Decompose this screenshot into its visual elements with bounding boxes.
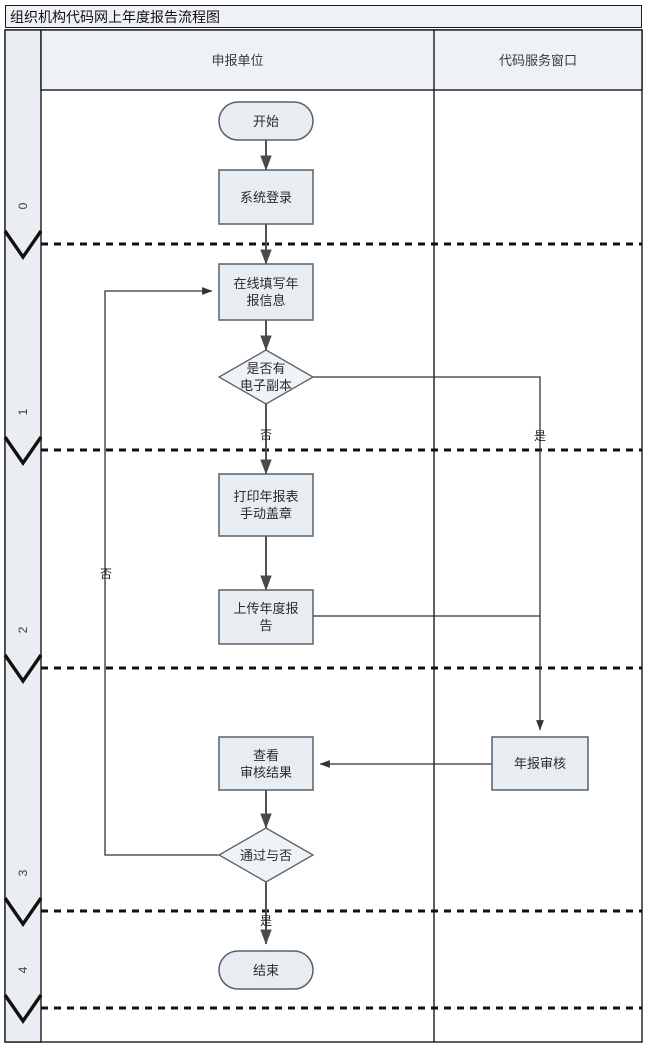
lane-number-1: 1 — [16, 408, 30, 416]
node-start — [218, 101, 314, 141]
node-login — [218, 169, 314, 225]
edge-label-no-ecopy: 否 — [259, 428, 272, 442]
node-upload — [218, 589, 314, 645]
column-header-applicant: 申报单位 — [211, 53, 264, 68]
lane-number-4: 4 — [16, 966, 30, 974]
node-fill-online — [218, 263, 314, 321]
column-header-code-window: 代码服务窗口 — [498, 53, 577, 68]
lane-number-2: 2 — [16, 626, 30, 634]
node-end — [218, 950, 314, 990]
edge-label-yes-ecopy: 是 — [533, 429, 546, 443]
node-has-ecopy — [217, 349, 315, 405]
node-review — [491, 736, 589, 791]
node-passed — [217, 827, 315, 883]
lane-number-3: 3 — [16, 869, 30, 877]
node-print-stamp — [218, 473, 314, 537]
lane-number-0: 0 — [16, 202, 30, 210]
node-view-result — [218, 736, 314, 791]
edge-label-not-passed: 否 — [99, 567, 112, 581]
page-title: 组织机构代码网上年度报告流程图 — [5, 5, 642, 28]
edge-label-passed-yes: 是 — [259, 914, 272, 928]
